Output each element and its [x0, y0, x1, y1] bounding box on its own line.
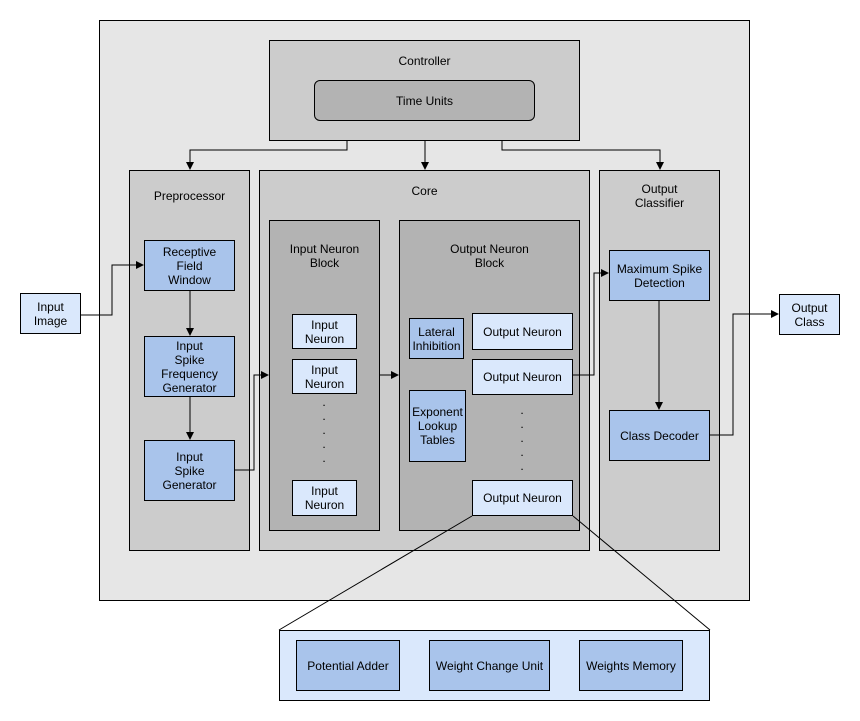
weight-change-unit-box: Weight Change Unit	[429, 640, 550, 691]
output-neuron-ellipsis: . . . . .	[520, 403, 524, 473]
output-neuron-1: Output Neuron	[472, 313, 573, 350]
output-neuron-last: Output Neuron	[472, 480, 573, 516]
output-neuron-block-title: Output Neuron Block	[450, 242, 529, 270]
potential-adder-box: Potential Adder	[296, 640, 400, 691]
input-neuron-2: Input Neuron	[292, 359, 357, 394]
input-neuron-1: Input Neuron	[292, 314, 357, 349]
input-neuron-ellipsis: . . . . .	[322, 395, 326, 465]
output-class-box: Output Class	[779, 294, 840, 335]
output-classifier-title: Output Classifier	[634, 182, 685, 210]
maximum-spike-detection-box: Maximum Spike Detection	[609, 250, 710, 301]
exponent-lookup-tables-box: Exponent Lookup Tables	[409, 390, 466, 462]
input-image-box: Input Image	[20, 293, 81, 334]
core-title: Core	[411, 184, 438, 198]
weights-memory-box: Weights Memory	[579, 640, 683, 691]
class-decoder-box: Class Decoder	[609, 410, 710, 461]
output-classifier-module: Output Classifier	[599, 170, 720, 551]
output-neuron-2: Output Neuron	[472, 359, 573, 395]
input-neuron-last: Input Neuron	[292, 480, 357, 516]
input-spike-generator-box: Input Spike Generator	[144, 440, 235, 501]
input-spike-frequency-generator-box: Input Spike Frequency Generator	[144, 336, 235, 397]
controller-title: Controller	[398, 54, 451, 68]
preprocessor-title: Preprocessor	[153, 189, 226, 203]
receptive-field-window-box: Receptive Field Window	[144, 240, 235, 291]
input-neuron-block-title: Input Neuron Block	[289, 242, 360, 270]
time-units-box: Time Units	[314, 80, 535, 121]
lateral-inhibition-box: Lateral Inhibition	[409, 318, 464, 359]
